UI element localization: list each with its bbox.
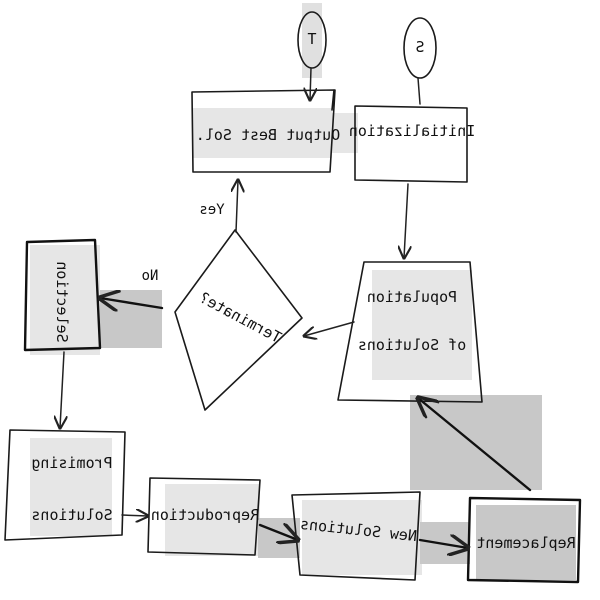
arrow-new-to-replacement bbox=[418, 540, 468, 548]
output-best-box bbox=[191, 89, 336, 173]
arrow-no-to-selection bbox=[100, 298, 164, 308]
highlight-promising bbox=[30, 438, 112, 536]
labels: T S Output Best Sol. Initialization Popu… bbox=[31, 30, 575, 552]
highlight-output bbox=[192, 108, 332, 158]
selection-label: Selection bbox=[53, 261, 71, 342]
terminal-t-label: T bbox=[307, 30, 316, 48]
highlight-replacement bbox=[476, 505, 576, 580]
edge-label-yes: Yes bbox=[199, 202, 224, 218]
arrow-reproduction-to-new bbox=[258, 525, 298, 540]
arrow-selection-to-promising bbox=[60, 351, 64, 428]
highlight-new-solutions bbox=[302, 500, 422, 575]
promising-label-line2: Solutions bbox=[31, 506, 112, 524]
population-box bbox=[337, 261, 483, 403]
selection-box bbox=[23, 238, 102, 352]
terminal-t-circle bbox=[297, 11, 327, 69]
highlight-regions bbox=[30, 3, 576, 580]
highlight-population bbox=[372, 270, 472, 380]
arrow-initialization-to-population bbox=[404, 183, 408, 258]
initialization-label: Initialization bbox=[349, 122, 475, 140]
population-label-line2: of Solutions bbox=[358, 336, 466, 354]
output-best-label: Output Best Sol. bbox=[196, 126, 341, 144]
arrow-yes-to-output bbox=[236, 180, 238, 233]
terminal-t bbox=[297, 11, 327, 69]
arrow-t-to-output bbox=[310, 67, 311, 100]
replacement-label: Replacement bbox=[476, 534, 575, 552]
terminal-s-circle bbox=[403, 17, 437, 79]
line-s-to-initialization bbox=[417, 77, 421, 105]
highlight-reproduction bbox=[165, 484, 260, 556]
terminate-diamond bbox=[174, 229, 303, 411]
terminate-label: Terminate? bbox=[196, 288, 284, 346]
highlight-terminal-t bbox=[302, 3, 322, 78]
arrow-population-to-terminate bbox=[304, 321, 355, 336]
population-label-line1: Population bbox=[367, 288, 457, 306]
terminal-s-label: S bbox=[415, 38, 424, 56]
arrow-replacement-to-population bbox=[418, 398, 532, 492]
edge-label-no: No bbox=[142, 268, 159, 284]
highlight-selection bbox=[30, 245, 100, 355]
reproduction-label: Reproduction bbox=[151, 506, 259, 524]
promising-box bbox=[4, 429, 126, 541]
initialization-box bbox=[354, 105, 468, 183]
reproduction-box bbox=[147, 477, 261, 556]
promising-label-line1: Promising bbox=[31, 454, 112, 472]
highlight-feedback-arrow bbox=[410, 395, 542, 490]
terminal-s bbox=[403, 17, 437, 79]
new-solutions-box bbox=[291, 491, 421, 581]
arrow-promising-to-reproduction bbox=[121, 515, 148, 516]
